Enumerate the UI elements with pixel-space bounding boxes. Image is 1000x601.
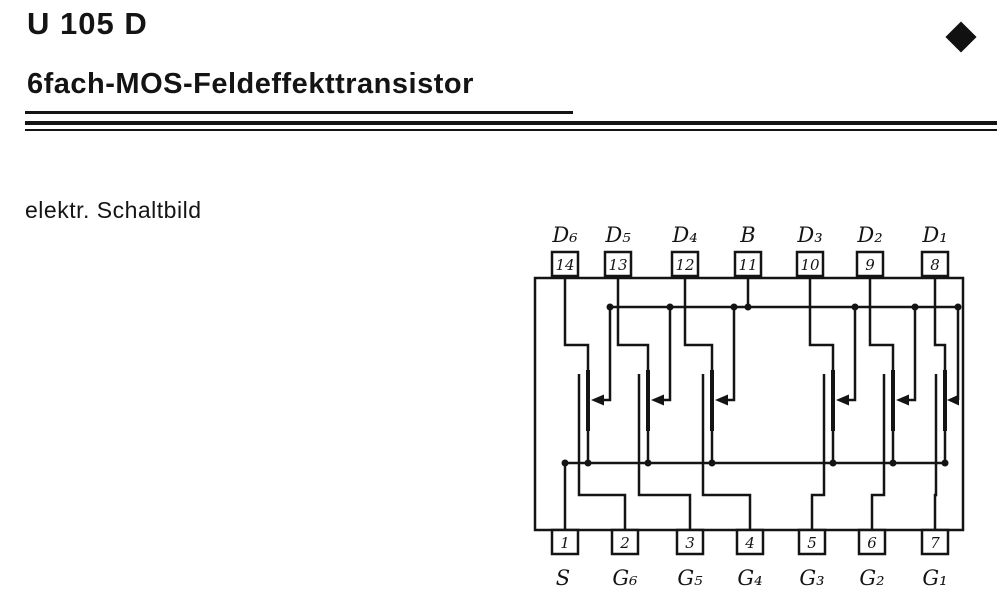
pin-label-d4: D₄ <box>671 223 697 247</box>
pin-box-2 <box>610 528 640 556</box>
pin-box-4 <box>735 528 765 556</box>
top-pin-boxes: 14 13 12 11 10 9 8 <box>550 250 950 278</box>
bulk-arrow-icon <box>651 394 664 406</box>
pin-box-6 <box>857 528 887 556</box>
pin-number-4: 4 <box>744 534 755 552</box>
pin-number-9: 9 <box>865 256 875 274</box>
wire-drain <box>933 276 947 372</box>
wire-bulk <box>846 307 857 402</box>
pin-label-g2: G₂ <box>859 566 884 590</box>
pin-number-14: 14 <box>555 256 574 274</box>
pin-label-d2: D₂ <box>856 223 882 247</box>
pin-box-9 <box>855 250 885 278</box>
bulk-arrow-icon <box>715 394 728 406</box>
pin-label-d3: D₃ <box>796 223 822 247</box>
junction-dot <box>666 303 674 311</box>
transistor-t2 <box>868 276 919 532</box>
pin-box-11 <box>733 250 763 278</box>
wire-drain <box>563 276 590 372</box>
pin-number-1: 1 <box>560 534 570 552</box>
transistor-t6 <box>563 276 627 532</box>
pin-box-14 <box>550 250 580 278</box>
junction-dot <box>954 303 962 311</box>
top-pin-labels: D₆ D₅ D₄ B D₃ D₂ D₁ <box>551 223 947 247</box>
pin-label-d1: D₁ <box>921 223 947 247</box>
bulk-arrow-icon <box>896 394 909 406</box>
wire-gate <box>577 428 627 532</box>
divider-thick <box>25 121 997 125</box>
page-title: 6fach-MOS-Feldeffekttransistor <box>27 68 474 100</box>
bulk-arrow-icon <box>836 394 849 406</box>
bulk-arrow-icon <box>591 394 604 406</box>
wire-gate <box>870 428 886 532</box>
bottom-pin-labels: S G₆ G₅ G₄ G₃ G₂ G₁ <box>556 566 948 590</box>
transistor-t5 <box>616 276 692 532</box>
pin-number-2: 2 <box>619 534 630 552</box>
pin-label-g4: G₄ <box>737 566 762 590</box>
transistor-t1 <box>933 276 962 532</box>
pin-number-7: 7 <box>930 534 940 552</box>
junction-dot <box>941 459 949 467</box>
junction-dot <box>644 459 652 467</box>
wire-drain <box>683 276 714 372</box>
wire-gate <box>701 428 752 532</box>
pin-number-10: 10 <box>800 256 820 274</box>
pin-label-s: S <box>556 566 570 590</box>
pin-number-8: 8 <box>930 256 940 274</box>
wire-gate <box>933 428 938 532</box>
junction-dot <box>744 303 752 311</box>
part-number: U 105 D <box>27 6 148 41</box>
junction-dot <box>606 303 614 311</box>
pin-box-3 <box>675 528 705 556</box>
wire-gate <box>637 428 692 532</box>
section-label: elektr. Schaltbild <box>25 197 202 223</box>
pin-number-5: 5 <box>807 534 817 552</box>
transistor-t3 <box>808 276 859 532</box>
pin-label-d6: D₆ <box>551 223 578 247</box>
bulk-bus <box>610 276 958 311</box>
title-underline <box>25 111 573 114</box>
wire-drain <box>616 276 650 372</box>
divider-thin <box>25 129 997 131</box>
pin-box-10 <box>795 250 825 278</box>
junction-dot <box>911 303 919 311</box>
junction-dot <box>730 303 738 311</box>
pin-number-13: 13 <box>608 256 627 274</box>
wire-bulk <box>601 307 612 402</box>
junction-dot <box>584 459 592 467</box>
pin-number-6: 6 <box>867 534 877 552</box>
pin-box-13 <box>603 250 633 278</box>
transistor-t4 <box>683 276 752 532</box>
pin-box-5 <box>797 528 827 556</box>
pin-number-11: 11 <box>738 256 757 274</box>
junction-dot <box>561 459 569 467</box>
junction-dot <box>829 459 837 467</box>
pin-box-1 <box>550 528 580 556</box>
bottom-pin-boxes: 1 2 3 4 5 6 7 <box>550 528 950 556</box>
junction-dot <box>708 459 716 467</box>
pin-label-g3: G₃ <box>799 566 824 590</box>
pin-label-g6: G₆ <box>612 566 638 590</box>
junction-dot <box>889 459 897 467</box>
pin-label-g5: G₅ <box>677 566 703 590</box>
bulk-arrow-icon <box>947 394 959 406</box>
pin-number-12: 12 <box>675 256 694 274</box>
wire-gate <box>810 428 826 532</box>
wire-bulk <box>661 307 672 402</box>
pin-label-b: B <box>739 223 755 247</box>
package-outline <box>533 276 965 532</box>
pin-box-8 <box>920 250 950 278</box>
wire-drain <box>808 276 835 372</box>
wire-bulk <box>725 307 736 402</box>
wire-drain <box>868 276 895 372</box>
pin-label-g1: G₁ <box>922 566 947 590</box>
source-bus <box>561 459 945 532</box>
pin-number-3: 3 <box>685 534 695 552</box>
pin-box-7 <box>920 528 950 556</box>
wire-bulk <box>906 307 917 402</box>
junction-dot <box>851 303 859 311</box>
pin-label-d5: D₅ <box>604 223 631 247</box>
